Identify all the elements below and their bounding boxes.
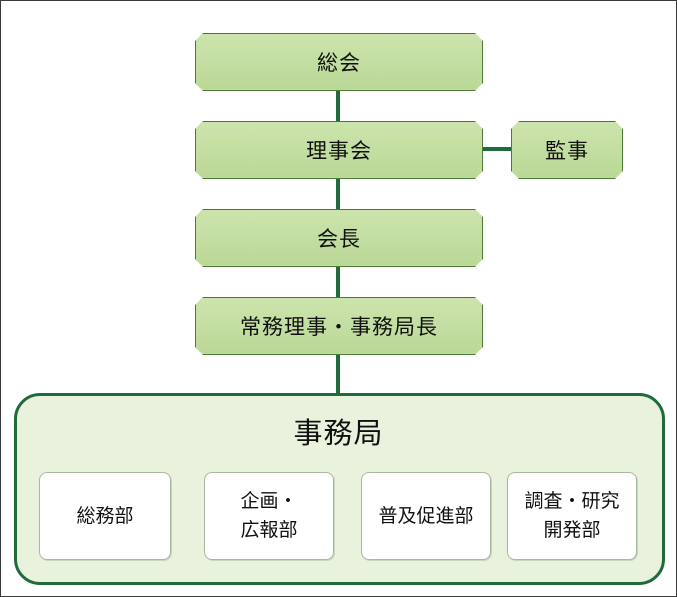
node-president-label: 会長 [317,227,361,251]
dept-general-affairs: 総務部 [39,472,171,560]
node-president: 会長 [195,209,483,267]
node-board: 理事会 [195,121,483,179]
connector-assembly-board [336,89,340,123]
node-auditor: 監事 [511,121,623,179]
connector-executive-secretariat [336,353,340,395]
connector-president-executive [336,265,340,299]
dept-research-development: 調査・研究 開発部 [507,472,637,560]
node-auditor-label: 監事 [545,139,589,163]
dept-planning-pr: 企画・ 広報部 [204,472,334,560]
secretariat-title: 事務局 [293,416,384,450]
node-board-label: 理事会 [306,139,372,163]
node-executive: 常務理事・事務局長 [195,297,483,355]
node-executive-label: 常務理事・事務局長 [240,315,438,339]
node-general-assembly-label: 総会 [317,51,361,75]
connector-board-auditor [481,147,512,151]
connector-board-president [336,177,340,211]
node-general-assembly: 総会 [195,33,483,91]
dept-promotion: 普及促進部 [361,472,491,560]
